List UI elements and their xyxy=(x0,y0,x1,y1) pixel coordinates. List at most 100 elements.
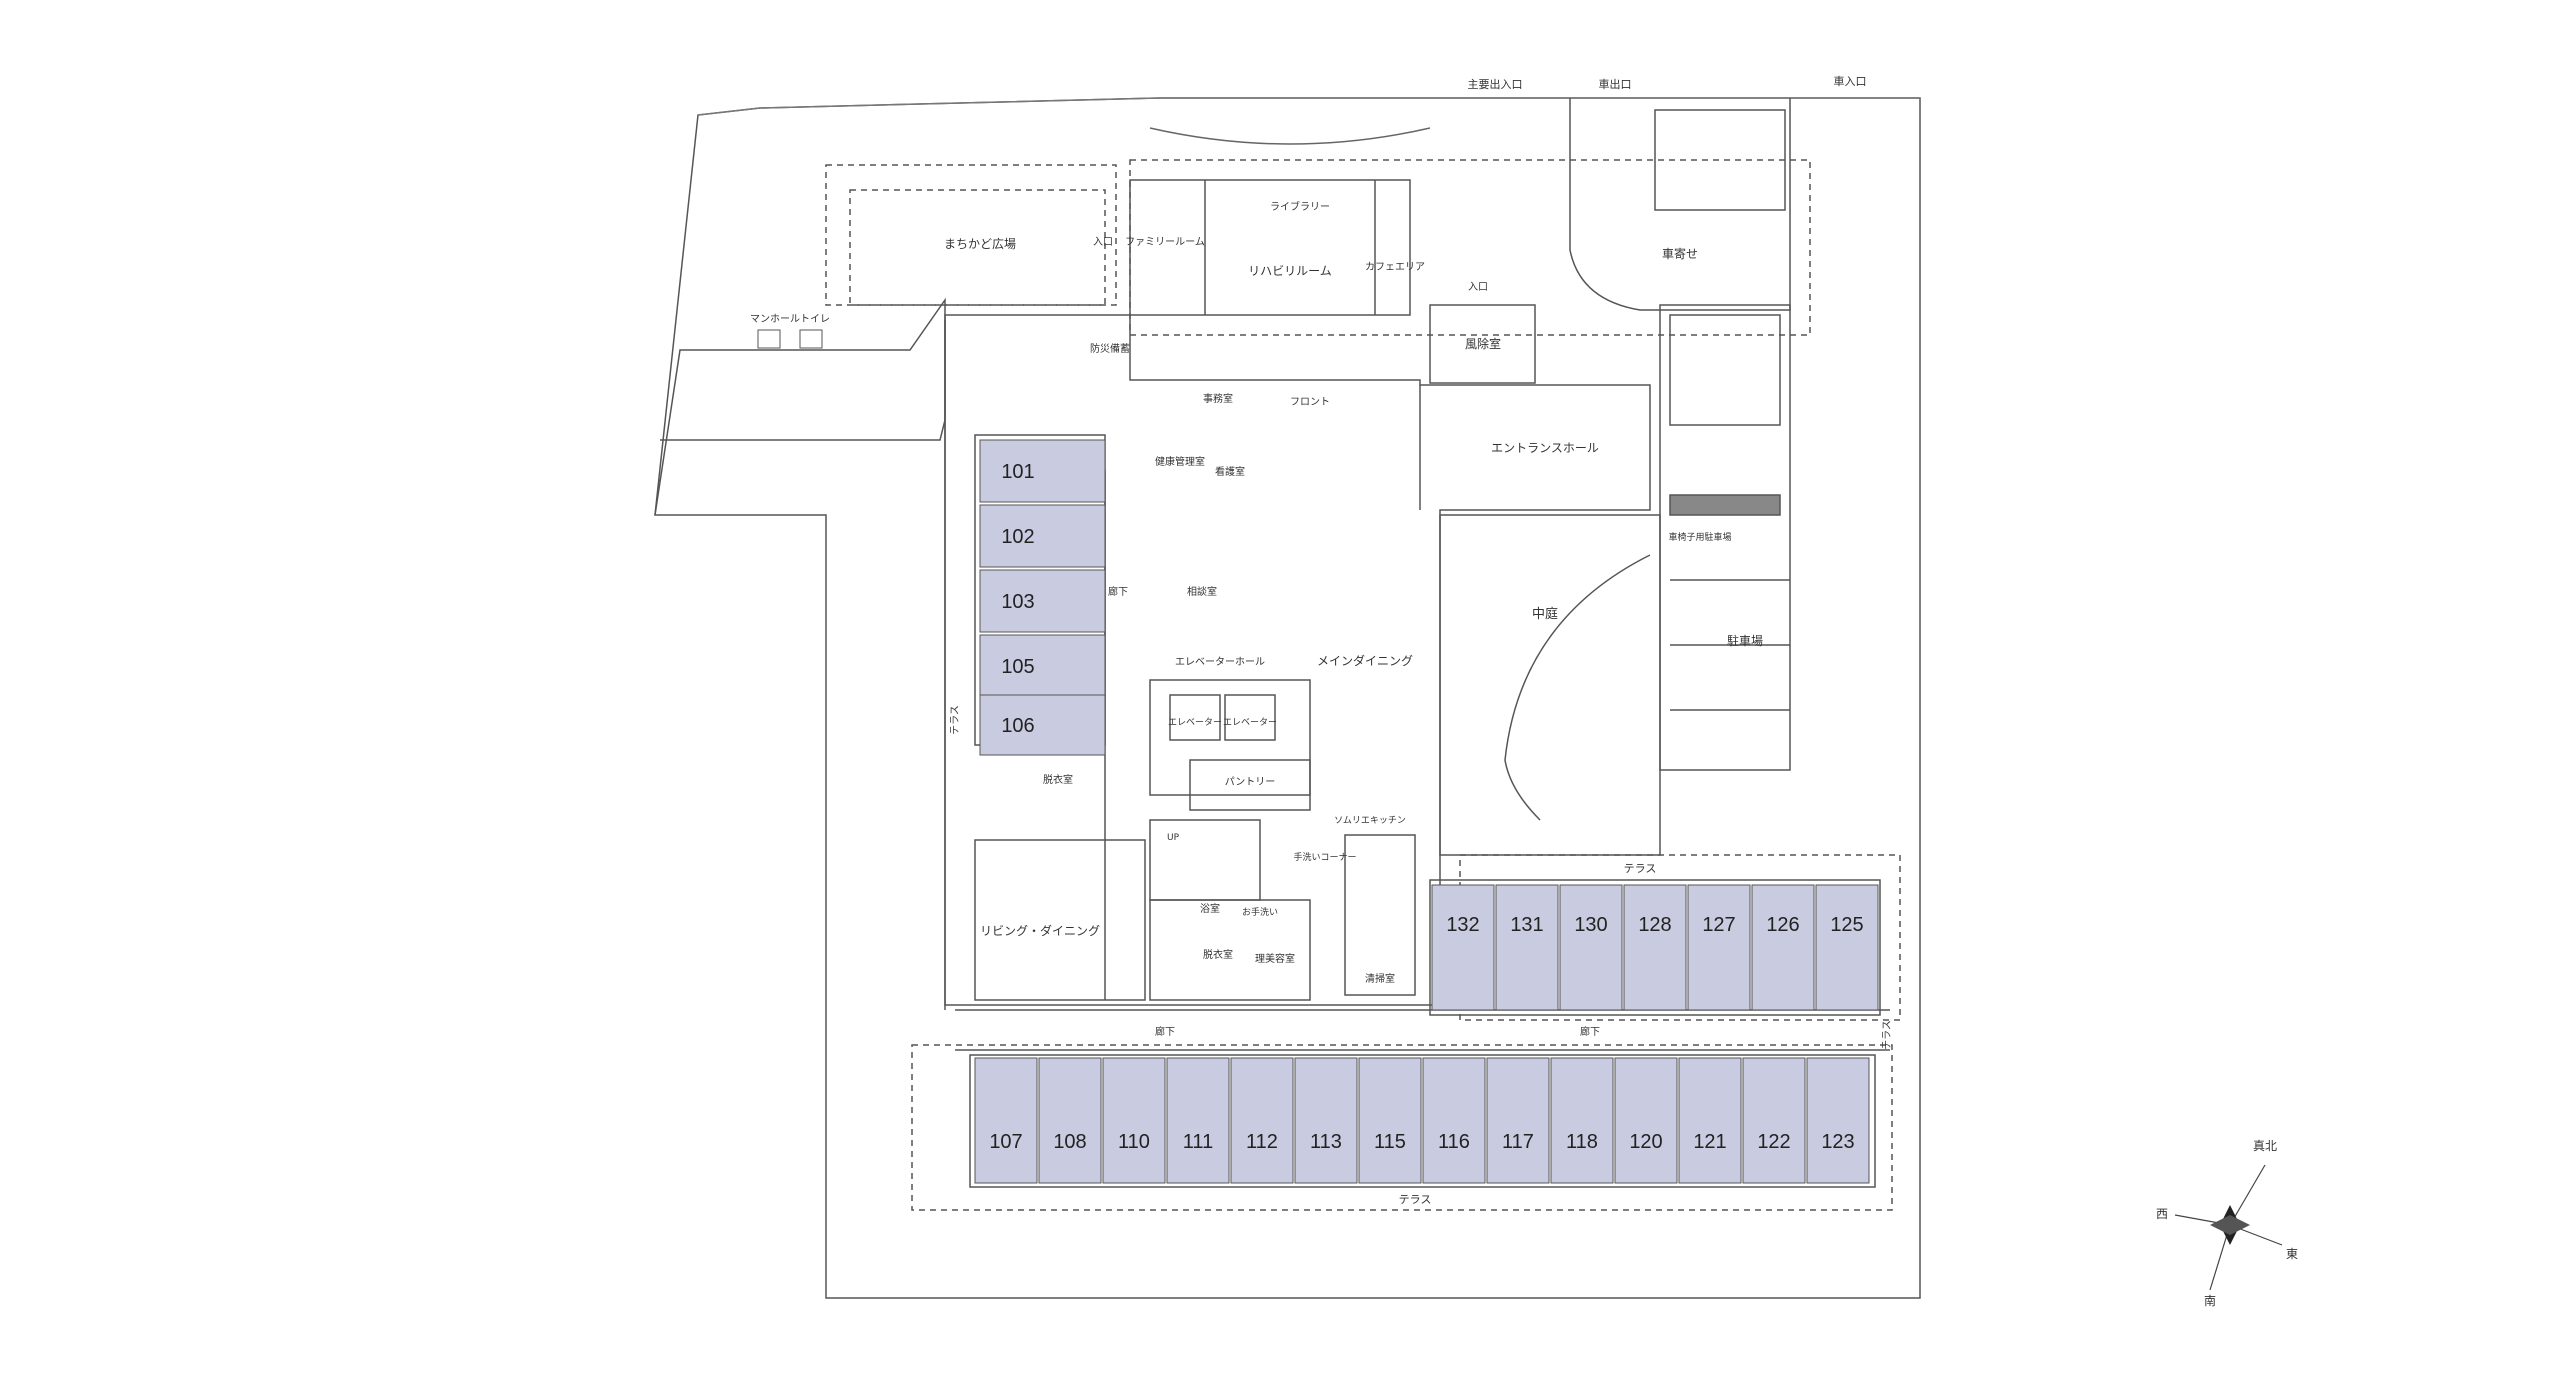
room-block xyxy=(1431,884,1495,1011)
plaza-label: まちかど広場 xyxy=(944,237,1016,251)
room-block xyxy=(1687,884,1751,1011)
entrance-label: 入口 xyxy=(1468,282,1488,293)
room-number: 120 xyxy=(1629,1131,1662,1153)
kitchen-label: ソムリエキッチン xyxy=(1334,815,1406,826)
room-block xyxy=(1614,1057,1678,1184)
room-117: 117 xyxy=(1486,1057,1550,1184)
room-block xyxy=(1495,884,1559,1011)
room-block xyxy=(974,1057,1038,1184)
main-entrance-label: 主要出入口 xyxy=(1468,77,1523,91)
room-number: 118 xyxy=(1566,1131,1598,1153)
library-label: ライブラリー xyxy=(1270,200,1330,213)
compass-east-label: 東 xyxy=(2286,1247,2298,1261)
compass-west-label: 西 xyxy=(2156,1207,2168,1221)
room-number: 101 xyxy=(1001,461,1034,483)
nurse-room-label: 看護室 xyxy=(1215,465,1245,478)
room-103: 103 xyxy=(979,569,1106,633)
room-number: 113 xyxy=(1310,1131,1342,1153)
living-dining-label: リビング・ダイニング xyxy=(980,923,1100,938)
hand-wash-label: 手洗いコーナー xyxy=(1293,851,1356,863)
room-107: 107 xyxy=(974,1057,1038,1184)
hallway-south-e-label: 廊下 xyxy=(1580,1025,1600,1038)
rehab-room-label: リハビリルーム xyxy=(1248,264,1332,278)
wind-room-label: 風除室 xyxy=(1465,336,1501,351)
room-102: 102 xyxy=(979,504,1106,568)
room-block xyxy=(979,634,1106,698)
room-block xyxy=(1678,1057,1742,1184)
manhole-icon-1 xyxy=(757,329,781,349)
small-entrance-label: 入口 xyxy=(1093,237,1113,248)
terrace-south-label: テラス xyxy=(1399,1193,1432,1206)
room-127: 127 xyxy=(1687,884,1751,1011)
room-block xyxy=(1559,884,1623,1011)
room-block xyxy=(1742,1057,1806,1184)
cleaning-label: 清掃室 xyxy=(1365,972,1395,985)
room-block xyxy=(1486,1057,1550,1184)
drop-off-label: 車寄せ xyxy=(1662,246,1698,261)
disaster-storage-label: 防災備蓄 xyxy=(1090,342,1130,355)
wheelchair-parking-label: 車椅子用駐車場 xyxy=(1668,531,1731,543)
room-123: 123 xyxy=(1806,1057,1870,1184)
room-130: 130 xyxy=(1559,884,1623,1011)
room-number: 131 xyxy=(1510,914,1543,936)
main-dining-label: メインダイニング xyxy=(1317,653,1413,668)
room-number: 122 xyxy=(1757,1131,1790,1153)
front-label: フロント xyxy=(1290,397,1330,408)
room-block xyxy=(1623,884,1687,1011)
east-rooms: 132 131 130 128 127 126 125 xyxy=(1431,884,1879,1011)
terrace-north-label: テラス xyxy=(1624,862,1657,875)
west-rooms: 101 102 103 105 106 xyxy=(979,439,1106,756)
room-number: 112 xyxy=(1246,1131,1278,1153)
room-112: 112 xyxy=(1230,1057,1294,1184)
room-118: 118 xyxy=(1550,1057,1614,1184)
room-block xyxy=(1038,1057,1102,1184)
room-number: 117 xyxy=(1502,1131,1534,1153)
elevator-a-label: エレベーター xyxy=(1168,717,1222,728)
room-number: 106 xyxy=(1001,715,1034,737)
room-block xyxy=(979,694,1106,756)
room-number: 132 xyxy=(1446,914,1479,936)
room-132: 132 xyxy=(1431,884,1495,1011)
compass: 真北 西 東 南 xyxy=(2156,1139,2298,1308)
room-number: 130 xyxy=(1574,914,1607,936)
room-number: 125 xyxy=(1830,914,1863,936)
compass-north-label: 真北 xyxy=(2253,1139,2277,1153)
room-121: 121 xyxy=(1678,1057,1742,1184)
room-number: 103 xyxy=(1001,591,1034,613)
manhole-toilet-label: マンホールトイレ xyxy=(750,313,830,325)
room-108: 108 xyxy=(1038,1057,1102,1184)
room-number: 107 xyxy=(989,1131,1022,1153)
room-131: 131 xyxy=(1495,884,1559,1011)
room-number: 127 xyxy=(1702,914,1735,936)
room-128: 128 xyxy=(1623,884,1687,1011)
room-125: 125 xyxy=(1815,884,1879,1011)
room-122: 122 xyxy=(1742,1057,1806,1184)
room-120: 120 xyxy=(1614,1057,1678,1184)
room-126: 126 xyxy=(1751,884,1815,1011)
room-105: 105 xyxy=(979,634,1106,698)
laundry-2-label: 脱衣室 xyxy=(1203,948,1233,961)
up-label: UP xyxy=(1167,833,1180,843)
room-block xyxy=(1422,1057,1486,1184)
room-116: 116 xyxy=(1422,1057,1486,1184)
elevator-hall-label: エレベーターホール xyxy=(1175,656,1265,668)
terrace-west-label: テラス xyxy=(949,705,961,735)
room-115: 115 xyxy=(1358,1057,1422,1184)
room-number: 111 xyxy=(1183,1131,1213,1153)
manhole-icon-2 xyxy=(799,329,823,349)
parking-label: 駐車場 xyxy=(1727,633,1763,648)
office-label: 事務室 xyxy=(1203,392,1233,405)
room-block xyxy=(1294,1057,1358,1184)
room-block xyxy=(979,439,1106,503)
pantry-label: パントリー xyxy=(1225,776,1276,788)
room-block xyxy=(1230,1057,1294,1184)
room-number: 121 xyxy=(1693,1131,1726,1153)
room-number: 128 xyxy=(1638,914,1671,936)
room-113: 113 xyxy=(1294,1057,1358,1184)
room-block xyxy=(1102,1057,1166,1184)
car-exit-label: 車出口 xyxy=(1599,77,1632,91)
laundry-1-label: 脱衣室 xyxy=(1043,773,1073,786)
cafe-area-label: カフェエリア xyxy=(1365,261,1425,273)
